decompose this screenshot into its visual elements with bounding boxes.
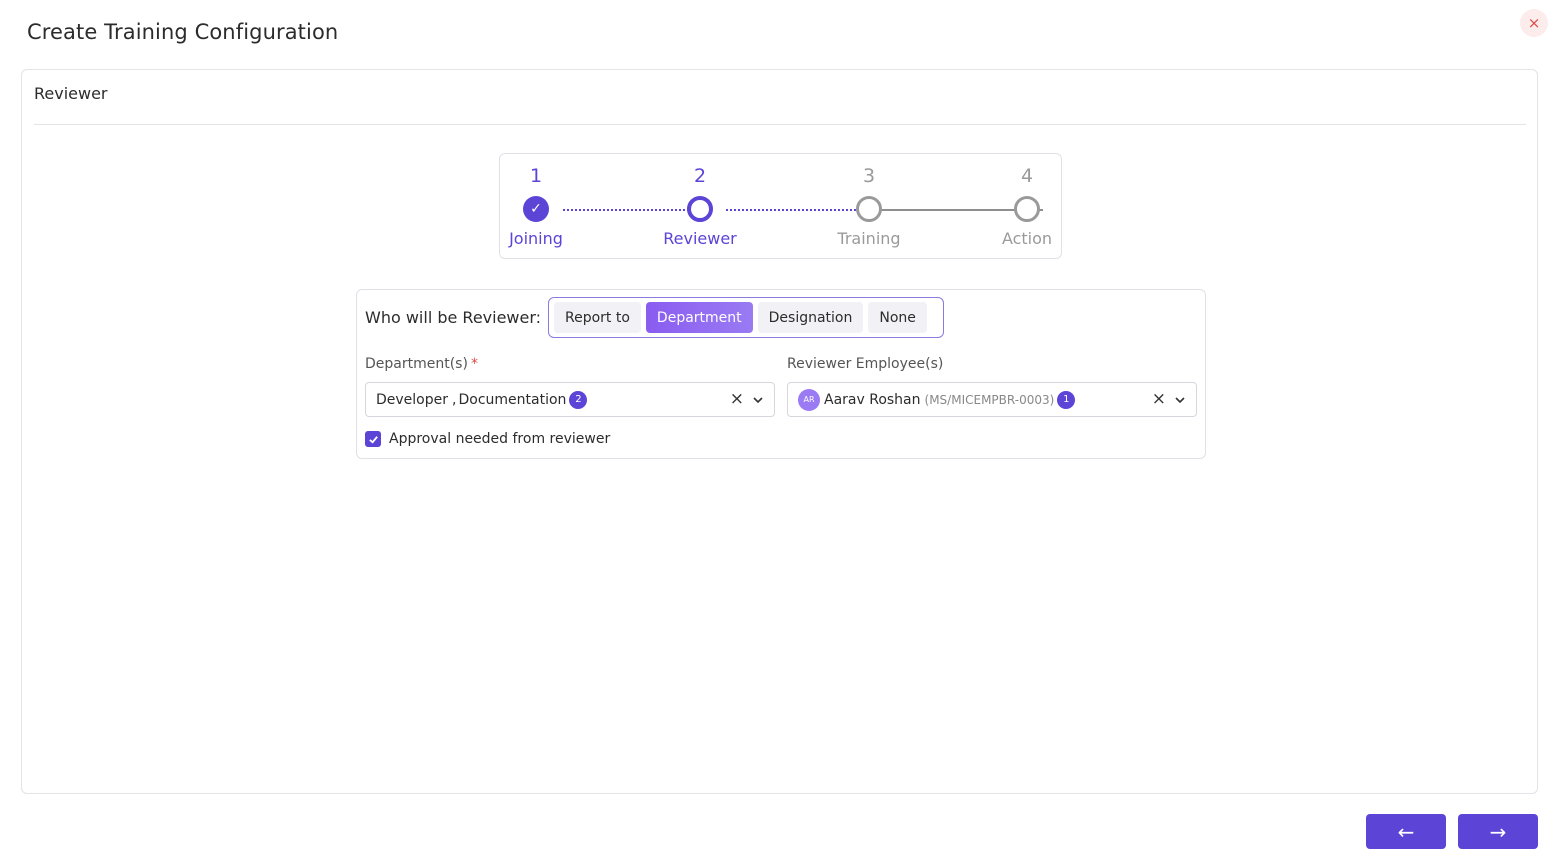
next-button[interactable]: →: [1458, 814, 1538, 849]
selected-count-badge: 2: [569, 390, 588, 409]
reviewer-question: Who will be Reviewer:: [365, 308, 542, 327]
step-circle: ✓: [523, 196, 549, 222]
employee-code: (MS/MICEMPBR-0003): [924, 392, 1055, 407]
step-joining[interactable]: 1 ✓ Joining: [486, 154, 586, 258]
step-action[interactable]: 4 Action: [977, 154, 1077, 258]
approval-label[interactable]: Approval needed from reviewer: [389, 431, 611, 447]
stepper: 1 ✓ Joining 2 Reviewer 3 Training 4 Acti…: [499, 153, 1062, 259]
connector-1-2: [563, 209, 689, 211]
card-header: Reviewer: [34, 84, 108, 103]
clear-icon[interactable]: ×: [1151, 389, 1166, 409]
close-icon: ×: [1527, 14, 1541, 32]
step-number: 3: [862, 165, 876, 187]
step-number: 1: [529, 165, 543, 187]
select-actions: ×: [730, 383, 764, 416]
option-report-to[interactable]: Report to: [554, 302, 641, 333]
back-button[interactable]: ←: [1366, 814, 1446, 849]
approval-checkbox[interactable]: [365, 431, 381, 447]
employee-name: Aarav Roshan: [824, 391, 921, 408]
step-number: 2: [693, 165, 707, 187]
reviewer-employees-select[interactable]: AR Aarav Roshan (MS/MICEMPBR-0003) 1 ×: [787, 382, 1197, 417]
reviewer-card: Reviewer 1 ✓ Joining 2 Reviewer 3 Traini…: [21, 69, 1538, 794]
department-value: Documentation: [458, 391, 567, 408]
check-icon: ✓: [530, 201, 542, 217]
chevron-down-icon[interactable]: [752, 394, 764, 406]
clear-icon[interactable]: ×: [729, 389, 744, 409]
departments-select[interactable]: Developer,Documentation 2 ×: [365, 382, 775, 417]
approval-row: Approval needed from reviewer: [365, 431, 610, 447]
step-training[interactable]: 3 Training: [819, 154, 919, 258]
step-label: Joining: [509, 229, 563, 248]
card-divider: [34, 124, 1526, 125]
option-none[interactable]: None: [868, 302, 927, 333]
selected-count-badge: 1: [1057, 390, 1076, 409]
step-number: 4: [1020, 165, 1034, 187]
close-button[interactable]: ×: [1520, 9, 1548, 37]
select-actions: ×: [1152, 383, 1186, 416]
reviewer-form: Who will be Reviewer: Report to Departme…: [356, 289, 1206, 459]
department-separator: ,: [452, 391, 457, 408]
option-designation[interactable]: Designation: [757, 302, 864, 333]
step-circle: [687, 196, 713, 222]
step-circle: [856, 196, 882, 222]
required-mark: *: [470, 356, 478, 372]
reviewer-employees-label: Reviewer Employee(s): [787, 356, 944, 372]
step-circle: [1014, 196, 1040, 222]
chevron-down-icon[interactable]: [1174, 394, 1186, 406]
arrow-left-icon: ←: [1397, 819, 1415, 844]
modal-title: Create Training Configuration: [27, 20, 339, 44]
check-icon: [368, 435, 378, 444]
department-value: Developer: [376, 391, 449, 408]
reviewer-type-segmented: Report to Department Designation None: [548, 297, 944, 338]
step-label: Action: [1001, 229, 1053, 248]
connector-3-4: [881, 209, 1043, 211]
avatar: AR: [798, 388, 820, 411]
step-label: Training: [837, 229, 901, 248]
step-label: Reviewer: [663, 229, 737, 248]
option-department[interactable]: Department: [645, 302, 753, 333]
arrow-right-icon: →: [1489, 819, 1507, 844]
departments-label: Department(s)*: [365, 356, 478, 372]
step-reviewer[interactable]: 2 Reviewer: [650, 154, 750, 258]
connector-2-3: [726, 209, 856, 211]
departments-label-text: Department(s): [365, 356, 468, 372]
